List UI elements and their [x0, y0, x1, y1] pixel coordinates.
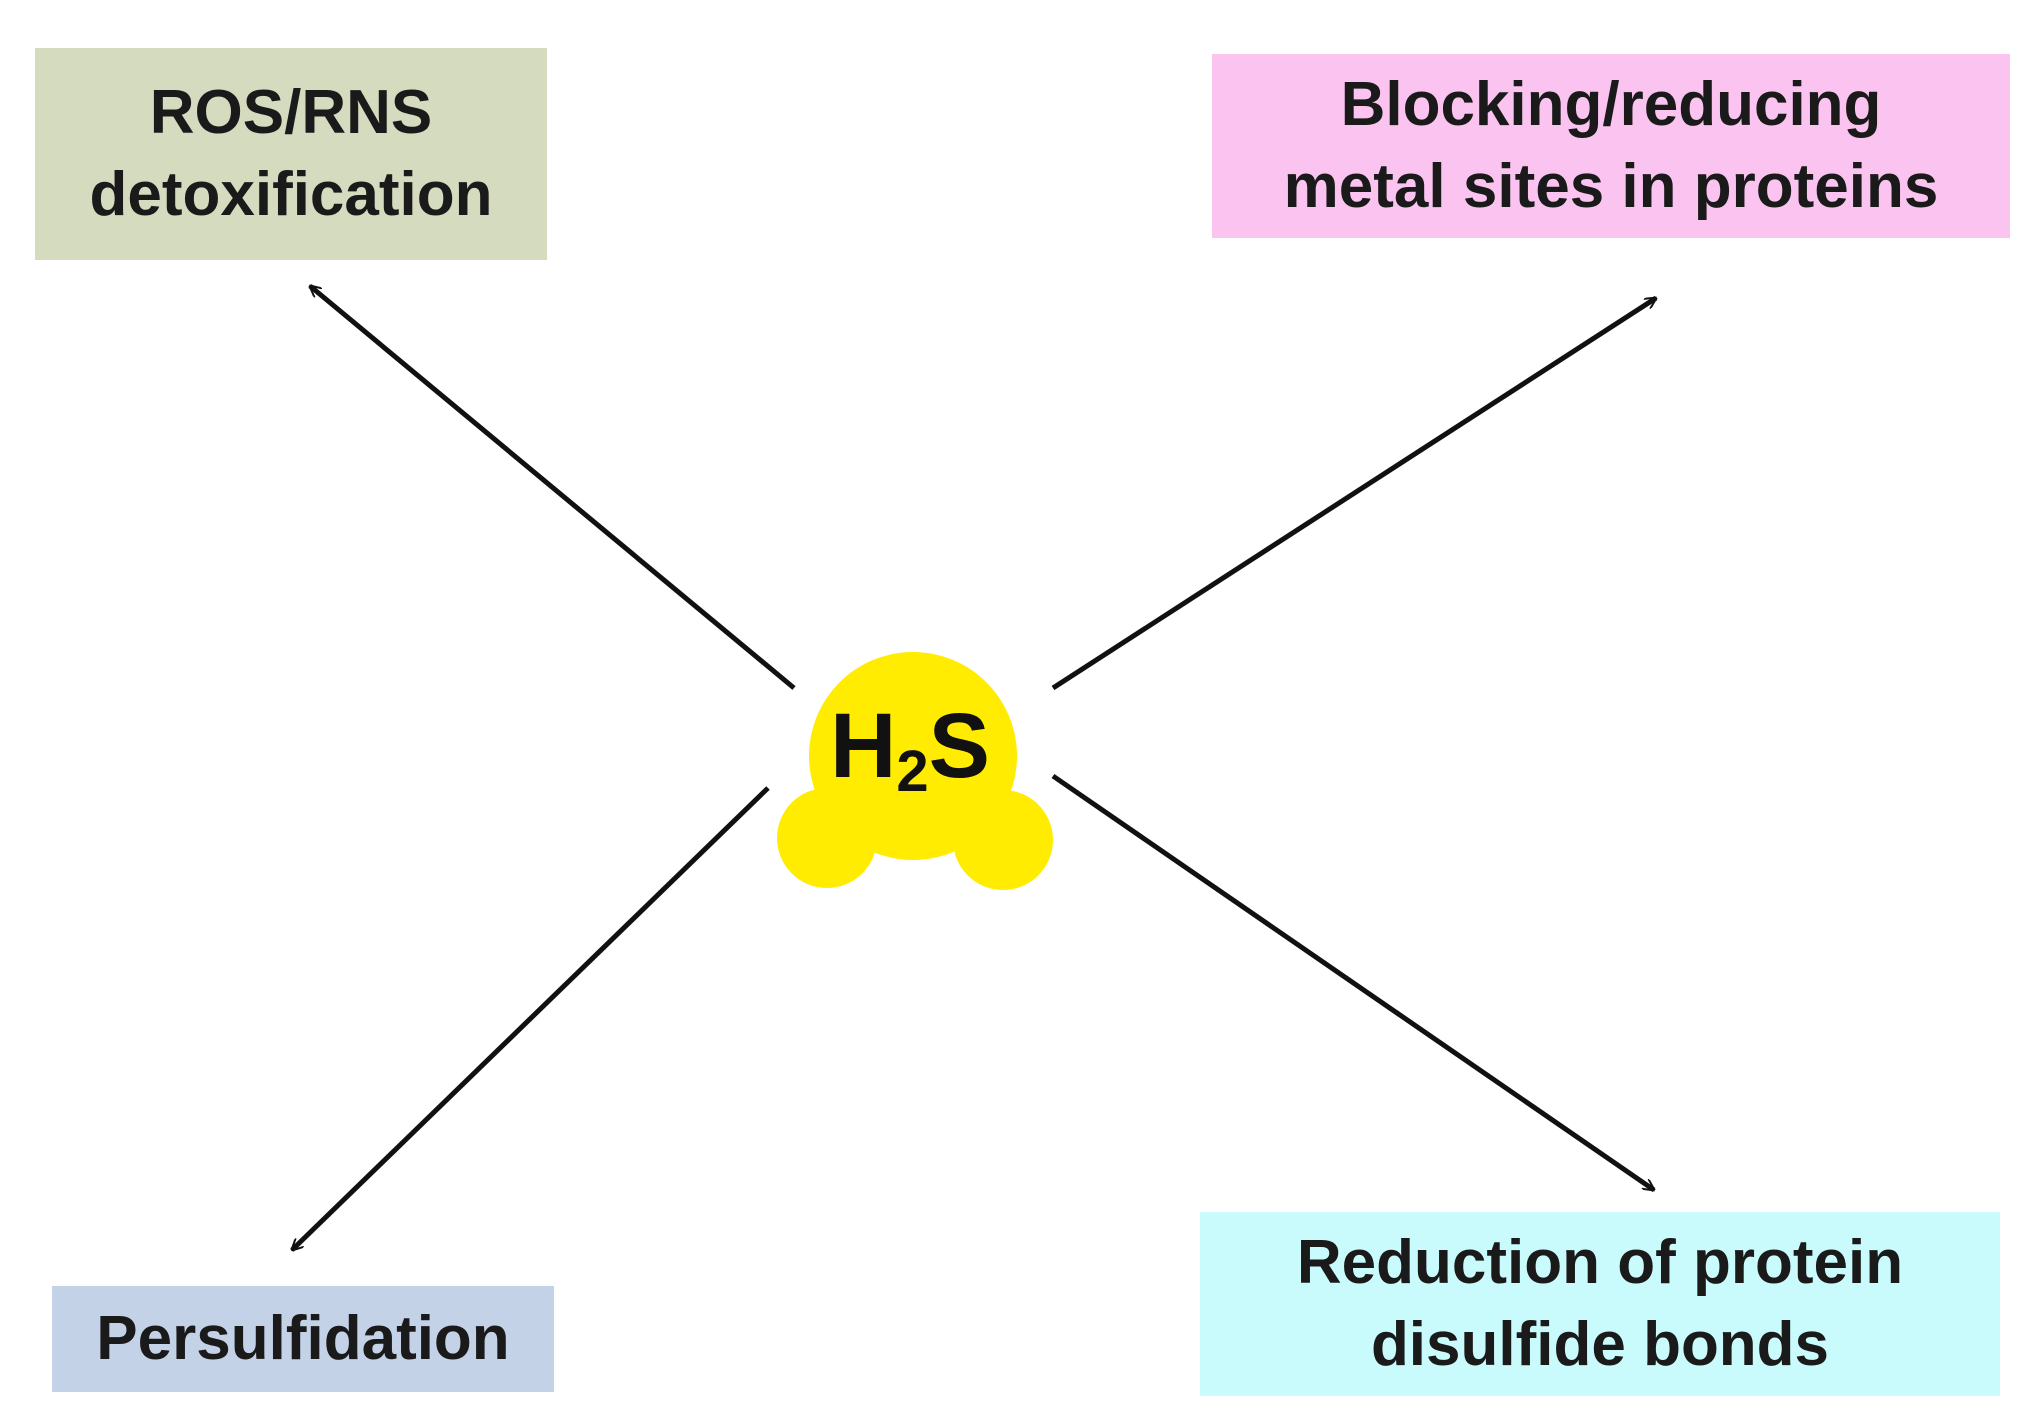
reduction-line-1: Reduction of protein [1296, 1227, 1904, 1297]
arrows [292, 286, 1656, 1250]
h2s-label: H2S [829, 695, 991, 804]
disulfide-reduction-box: Reduction of protein disulfide bonds [1200, 1212, 2000, 1396]
metal-sites-box: Blocking/reducing metal sites in protein… [1212, 54, 2010, 238]
arrow-to-persulfidation [292, 786, 770, 1250]
h2s-molecule-icon [777, 652, 1053, 890]
metal-line-1: Blocking/reducing [1340, 69, 1882, 139]
metal-line-2: metal sites in proteins [1283, 152, 1939, 221]
ros-line-2: detoxification [89, 160, 493, 229]
arrow-to-reduction [1051, 773, 1654, 1193]
arrow-to-ros [310, 286, 796, 690]
persulfidation-label: Persulfidation [96, 1303, 510, 1373]
reduction-line-2: disulfide bonds [1370, 1310, 1830, 1379]
sulfur-atom [809, 652, 1017, 860]
persulfidation-box: Persulfidation [52, 1286, 554, 1392]
arrow-to-metal [1051, 295, 1656, 691]
ros-rns-detoxification-box: ROS/RNS detoxification [35, 48, 547, 260]
ros-line-1: ROS/RNS [149, 77, 433, 147]
